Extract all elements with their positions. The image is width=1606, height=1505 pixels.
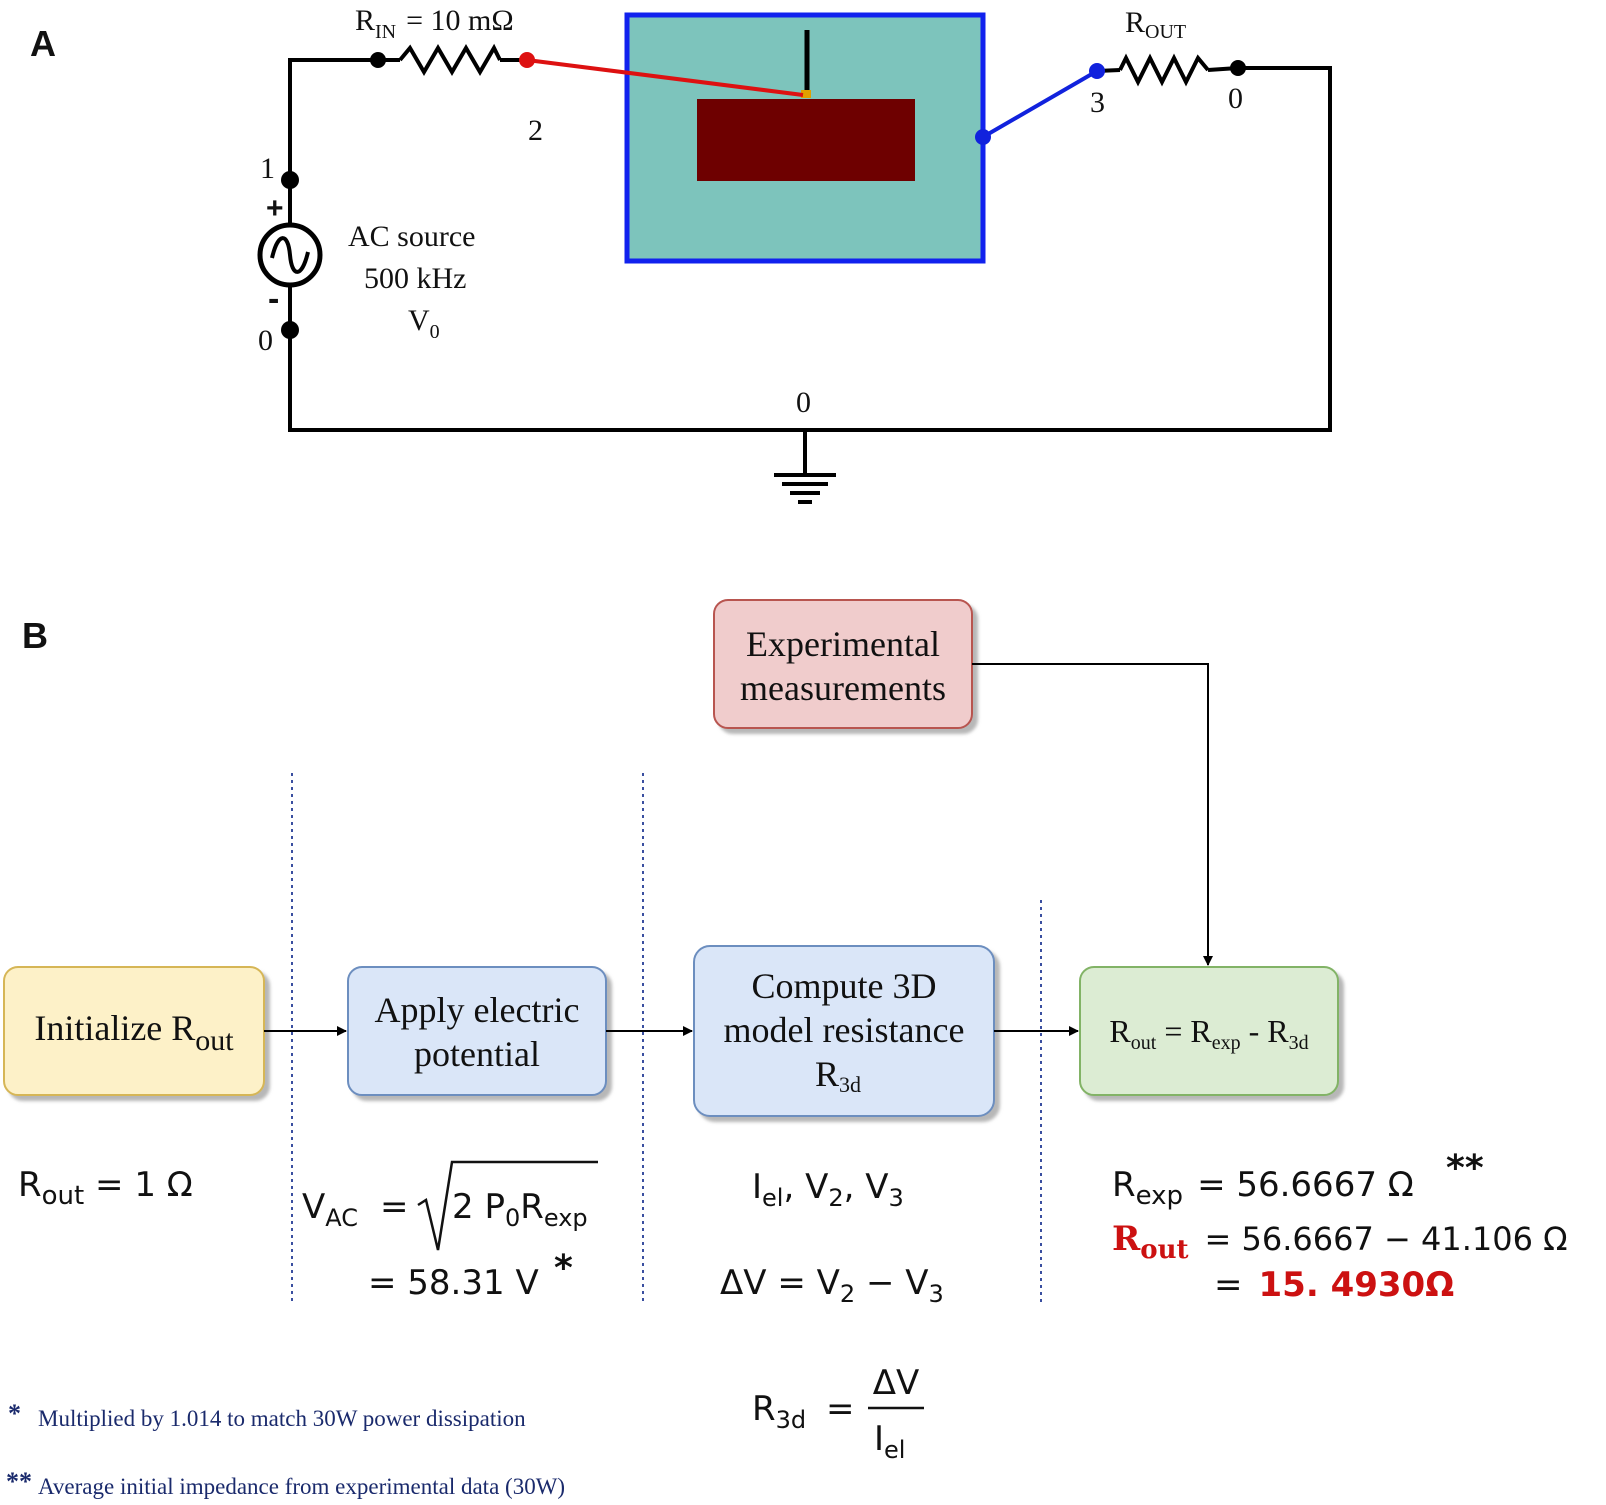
eq-r3d: R3d = ΔV Iel (752, 1363, 924, 1464)
panel-label-b: B (22, 615, 48, 656)
electrode-tip (801, 90, 811, 98)
wire-bottom-loop (288, 66, 1332, 432)
apply-line1: Apply electric (375, 990, 580, 1030)
circuit-nodes (281, 52, 1246, 339)
svg-text:ΔV: ΔV (873, 1363, 920, 1403)
footnote-star-1: * (8, 1399, 21, 1428)
ac-source-icon (257, 222, 323, 288)
flow-arrows (264, 663, 1213, 1036)
panel-label-a: A (30, 23, 56, 64)
source-type: AC source (348, 220, 475, 253)
blue-lead (981, 69, 1099, 139)
source-plus: + (266, 192, 284, 225)
red-lead (526, 58, 804, 97)
eq-rout-calc: Rout= 56.6667 − 41.106 Ω (1112, 1219, 1568, 1265)
eq-currents-voltages: Iel, V2, V3 (752, 1167, 904, 1212)
node-2: 2 (528, 114, 543, 147)
svg-text:**: ** (1446, 1148, 1484, 1189)
svg-text:*: * (554, 1248, 573, 1289)
experimental-line1: Experimental (746, 624, 940, 664)
source-voltage: V0 (408, 304, 440, 343)
eq-rout-initial: Rout = 1 Ω (18, 1165, 193, 1211)
node-0-ground: 0 (796, 386, 811, 419)
svg-text:= 58.31 V: = 58.31 V (368, 1263, 539, 1303)
node-1: 1 (260, 152, 275, 185)
svg-text:Rexp= 56.6667 Ω: Rexp= 56.6667 Ω (1112, 1165, 1414, 1211)
tissue-block (697, 99, 915, 181)
rout-result-box (1079, 966, 1339, 1096)
eq-rout-final: =15. 4930Ω (1214, 1265, 1454, 1305)
apply-potential-box (347, 966, 607, 1096)
svg-text:2 P0Rexp: 2 P0Rexp (452, 1187, 588, 1232)
node-0-rout: 0 (1228, 82, 1243, 115)
resistor-rin (398, 43, 502, 76)
compute-line3: R3d (815, 1054, 861, 1097)
apply-line2: potential (414, 1034, 540, 1074)
stage-separators (291, 773, 1042, 1305)
node-0-source: 0 (258, 324, 273, 357)
eq-rexp: Rexp= 56.6667 Ω ** (1112, 1148, 1484, 1211)
ground-symbol (774, 430, 836, 504)
arrow-experimental-to-result (972, 663, 1213, 966)
rin-label: RIN= 10 mΩ (355, 4, 514, 43)
footnote-star-2: ** (6, 1467, 32, 1496)
wire-top-left (288, 58, 368, 175)
svg-text:=: = (380, 1187, 409, 1227)
source-minus: - (268, 280, 279, 318)
node-3: 3 (1090, 86, 1105, 119)
footnote-text-1: Multiplied by 1.014 to match 30W power d… (38, 1406, 526, 1431)
svg-text:VAC: VAC (302, 1187, 358, 1232)
eq-delta-v: ΔV = V2 − V3 (720, 1263, 944, 1308)
rout-result-formula: Rout = Rexp - R3d (1109, 1013, 1308, 1054)
svg-text:Iel: Iel (874, 1419, 905, 1464)
sqrt-symbol (417, 1160, 598, 1251)
footnote-text-2: Average initial impedance from experimen… (38, 1474, 565, 1499)
resistor-rout (1118, 53, 1210, 87)
initialize-text: Initialize Rout (34, 1008, 234, 1057)
eq-vac: VAC = 2 P0Rexp = 58.31 V * (302, 1160, 598, 1303)
source-frequency: 500 kHz (364, 262, 466, 295)
rout-label: ROUT (1125, 6, 1186, 43)
experimental-measurements-box (713, 599, 973, 729)
compute-line1: Compute 3D (752, 966, 937, 1006)
svg-text:=: = (826, 1389, 855, 1429)
compute-line2: model resistance (724, 1010, 965, 1050)
svg-text:R3d: R3d (752, 1389, 806, 1434)
experimental-line2: measurements (740, 668, 946, 708)
